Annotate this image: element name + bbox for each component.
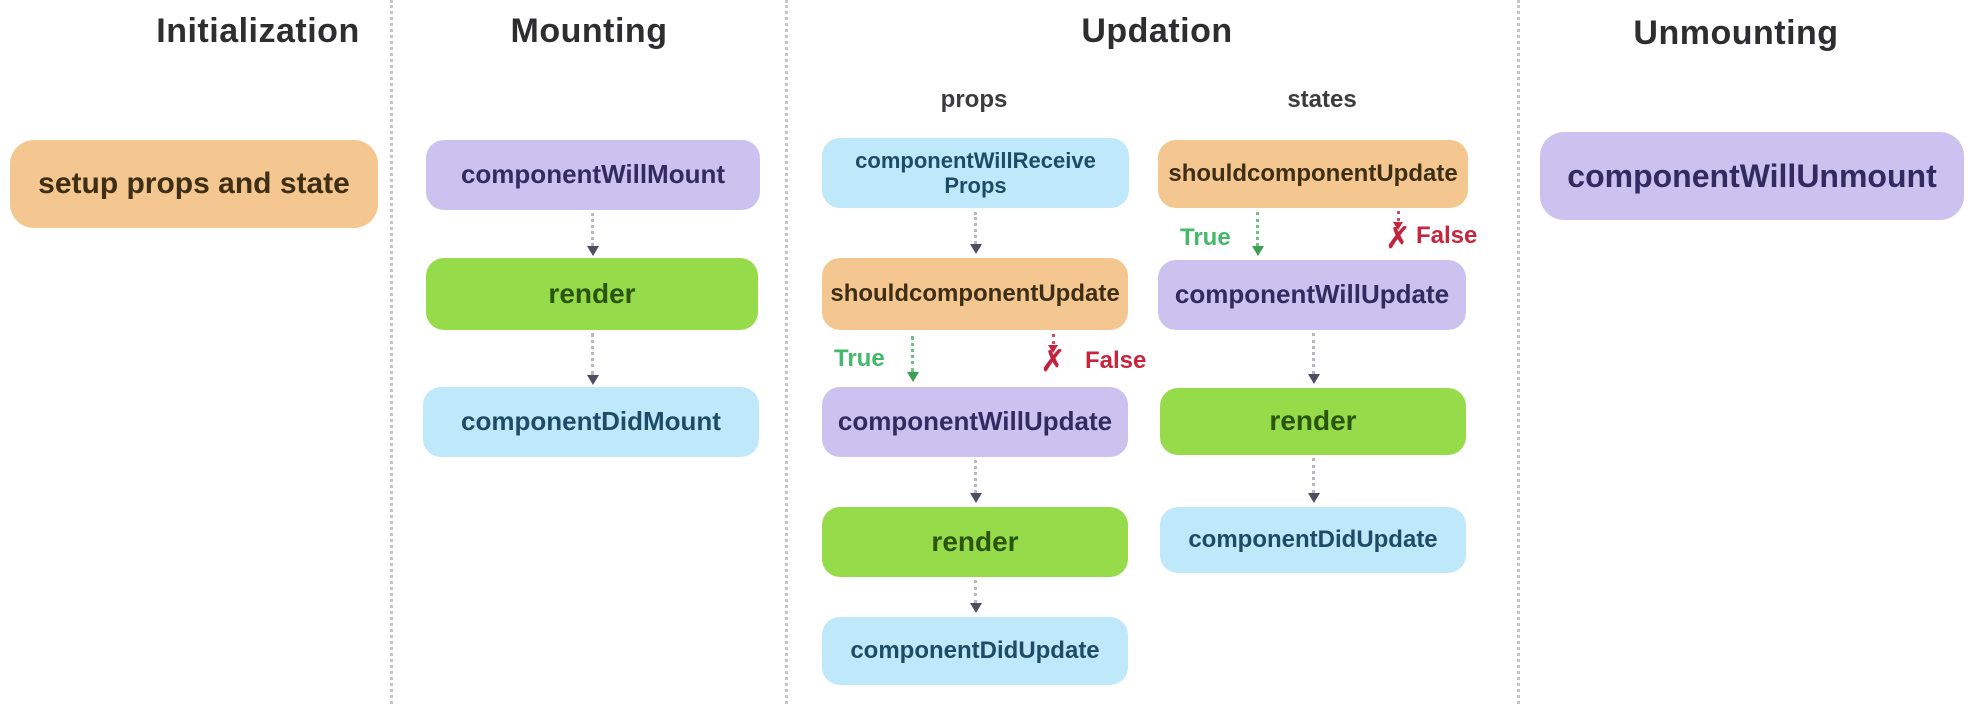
component-did-mount-box: componentDidMount bbox=[423, 387, 759, 457]
component-will-mount-box: componentWillMount bbox=[426, 140, 760, 210]
arrowhead-icon bbox=[969, 603, 982, 613]
component-will-update-box: componentWillUpdate bbox=[1158, 260, 1466, 330]
false-arrowhead-icon bbox=[1393, 222, 1403, 230]
unmounting-title: Unmounting bbox=[1633, 14, 1839, 52]
true-branch-label: True bbox=[834, 345, 885, 372]
render-box: render bbox=[426, 258, 758, 330]
should-component-update-box: shouldcomponentUpdate bbox=[1158, 140, 1468, 208]
arrow-down-icon bbox=[1307, 458, 1320, 503]
true-arrow-down-icon bbox=[1251, 212, 1264, 256]
mounting-title: Mounting bbox=[510, 12, 668, 50]
arrowhead-icon bbox=[1307, 493, 1320, 503]
true-branch-label: True bbox=[1180, 224, 1231, 251]
component-did-update-box: componentDidUpdate bbox=[822, 617, 1128, 685]
false-dotted-line bbox=[1396, 211, 1400, 221]
false-branch-label: False bbox=[1085, 347, 1147, 374]
arrow-down-icon bbox=[969, 212, 982, 254]
false-arrowhead-icon bbox=[1048, 345, 1058, 353]
component-will-receive-props-box: componentWillReceiveProps bbox=[822, 138, 1129, 208]
render-box: render bbox=[822, 507, 1128, 577]
arrowhead-icon bbox=[969, 493, 982, 503]
arrowhead-icon bbox=[586, 375, 599, 385]
setup-props-state-box: setup props and state bbox=[10, 140, 378, 228]
arrow-down-icon bbox=[969, 580, 982, 613]
false-cross-icon: ✗ bbox=[1385, 211, 1411, 254]
arrowhead-icon bbox=[1307, 374, 1320, 384]
arrowhead-icon bbox=[906, 372, 919, 382]
arrowhead-icon bbox=[1251, 246, 1264, 256]
arrow-down-icon bbox=[586, 213, 599, 256]
props-subtitle: props bbox=[940, 86, 1008, 113]
updation-title: Updation bbox=[1081, 12, 1233, 50]
true-arrow-down-icon bbox=[906, 336, 919, 382]
should-component-update-box: shouldcomponentUpdate bbox=[822, 258, 1128, 330]
component-will-unmount-box: componentWillUnmount bbox=[1540, 132, 1964, 220]
column-divider bbox=[785, 0, 788, 704]
false-dotted-line bbox=[1051, 334, 1055, 344]
initialization-title: Initialization bbox=[156, 12, 360, 50]
arrowhead-icon bbox=[969, 244, 982, 254]
component-will-update-box: componentWillUpdate bbox=[822, 387, 1128, 457]
component-did-update-box: componentDidUpdate bbox=[1160, 507, 1466, 573]
render-box: render bbox=[1160, 388, 1466, 455]
false-branch-label: False bbox=[1416, 222, 1478, 249]
arrowhead-icon bbox=[586, 246, 599, 256]
false-cross-icon: ✗ bbox=[1040, 334, 1066, 377]
arrow-down-icon bbox=[969, 460, 982, 503]
states-subtitle: states bbox=[1287, 86, 1357, 113]
arrow-down-icon bbox=[1307, 333, 1320, 384]
column-divider bbox=[1517, 0, 1520, 704]
column-divider bbox=[390, 0, 393, 704]
arrow-down-icon bbox=[586, 333, 599, 385]
